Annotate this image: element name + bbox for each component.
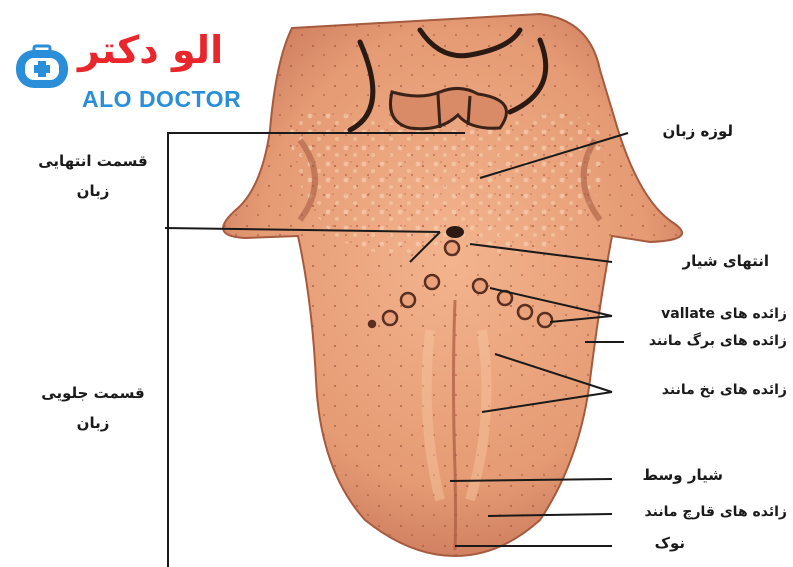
anterior-region-line-2: زبان: [22, 408, 164, 438]
posterior-region-label: قسمت انتهایی زبان: [22, 146, 164, 206]
foramen-cecum: [446, 226, 464, 238]
logo-persian-text: الو دکتر: [78, 30, 223, 70]
anterior-region-label: قسمت جلویی زبان: [22, 378, 164, 438]
label-fungiform-papillae: زائده های قارچ مانند: [645, 504, 787, 520]
label-foliate-papillae: زائده های برگ مانند: [649, 333, 787, 349]
label-lingual-tonsil: لوزه زبان: [663, 122, 733, 140]
label-vallate-papillae: زائده های vallate: [661, 306, 787, 322]
logo-english-text: ALO DOCTOR: [82, 86, 241, 113]
label-filiform-papillae: زائده های نخ مانند: [662, 382, 787, 398]
label-terminal-sulcus: انتهای شیار: [682, 252, 769, 270]
label-median-sulcus: شیار وسط: [642, 466, 723, 484]
posterior-region-line-1: قسمت انتهایی: [22, 146, 164, 176]
label-tip: نوک: [655, 534, 685, 552]
medical-case-icon: [12, 44, 72, 94]
posterior-region-line-2: زبان: [22, 176, 164, 206]
anterior-region-line-1: قسمت جلویی: [22, 378, 164, 408]
